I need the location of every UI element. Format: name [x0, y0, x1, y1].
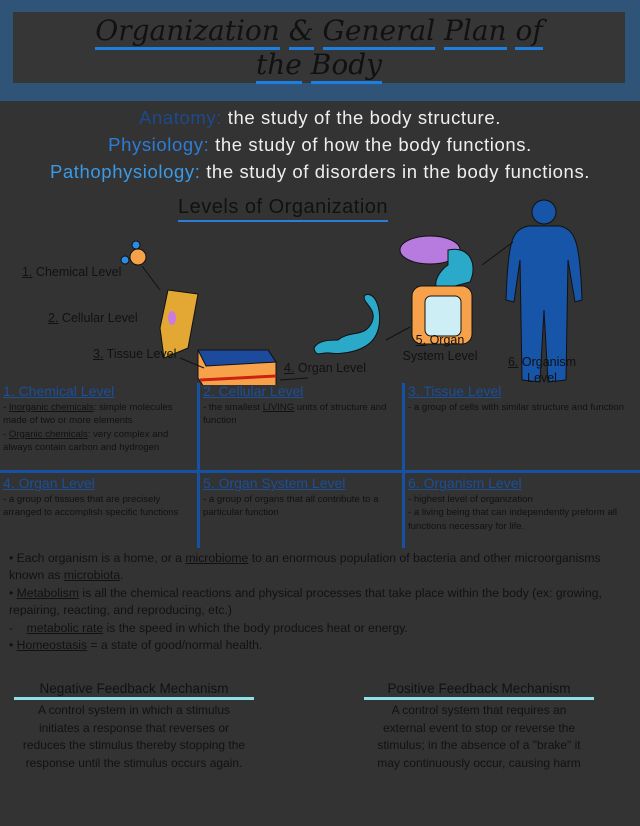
cell-chemical-level: 1. Chemical Level - Inorganic chemicals:… [0, 383, 197, 457]
cell-cellular-level: 2. Cellular Level - the smallest LIVING … [200, 383, 402, 430]
molecule-icon [120, 240, 147, 266]
notes: • Each organism is a home, or a microbio… [9, 550, 609, 654]
positive-feedback: Positive Feedback Mechanism A control sy… [364, 680, 594, 772]
definition-anatomy: Anatomy: the study of the body structure… [0, 104, 640, 131]
label-tissue-level: 3. Tissue Level [93, 347, 177, 361]
cell-text: - a living being that can independently … [408, 507, 618, 532]
term: Pathophysiology: [49, 161, 201, 182]
cell-icon [159, 289, 199, 359]
title-word: Body [310, 48, 382, 84]
label-organ-level: 4. Organ Level [284, 361, 367, 375]
definition-physiology: Physiology: the study of how the body fu… [0, 131, 640, 158]
definition-text: the study of how the body functions. [209, 134, 532, 155]
digestive-system-icon [399, 235, 474, 345]
note-metabolic-rate: - metabolic rate is the speed in which t… [9, 620, 408, 635]
title-word: Plan [444, 14, 507, 50]
cell-title: 1. Chemical Level [3, 383, 115, 399]
cell-title: 5. Organ System Level [203, 475, 346, 491]
positive-feedback-title: Positive Feedback Mechanism [364, 680, 594, 701]
cell-title: 3. Tissue Level [408, 383, 502, 399]
levels-diagram [120, 199, 583, 385]
cell-title: 4. Organ Level [3, 475, 95, 491]
cell-text: - Inorganic chemicals: simple molecules … [3, 401, 173, 427]
note-microbiome: • Each organism is a home, or a microbio… [9, 551, 601, 583]
cell-tissue-level: 3. Tissue Level - a group of cells with … [405, 383, 637, 416]
cell-text: - highest level of organization [408, 493, 533, 505]
term: Anatomy: [139, 107, 222, 128]
negative-feedback-text: A control system in which a stimulus ini… [22, 703, 246, 770]
tissue-icon [197, 349, 277, 385]
definitions: Anatomy: the study of the body structure… [0, 104, 640, 185]
cell-organ-level: 4. Organ Level - a group of tissues that… [0, 475, 197, 522]
label-cellular-level: 2. Cellular Level [48, 311, 138, 325]
cell-title: 6. Organism Level [408, 475, 522, 491]
title-word: General [322, 14, 436, 50]
levels-heading: Levels of Organization [178, 196, 389, 222]
cell-organism-level: 6. Organism Level - highest level of org… [405, 475, 637, 535]
negative-feedback: Negative Feedback Mechanism A control sy… [14, 680, 254, 772]
note-metabolism: • Metabolism is all the chemical reactio… [9, 585, 602, 618]
human-body-icon [505, 199, 583, 383]
term: Physiology: [108, 134, 210, 155]
note-homeostasis: • Homeostasis = a state of good/normal h… [9, 638, 263, 653]
cell-text: - the smallest LIVING units of structure… [203, 401, 387, 427]
cell-text: - a group of organs that all contribute … [203, 493, 379, 519]
arrow-icons [141, 241, 514, 381]
page-title: Organization & General Plan of the Body [13, 12, 625, 84]
levels-table: 1. Chemical Level - Inorganic chemicals:… [0, 383, 640, 548]
definition-text: the study of the body structure. [222, 107, 501, 128]
title-word: of [515, 14, 543, 50]
title-word: the [256, 48, 302, 84]
cell-text: - a group of cells with similar structur… [408, 401, 624, 413]
cell-organ-system-level: 5. Organ System Level - a group of organ… [200, 475, 402, 522]
title-word: & [288, 14, 314, 50]
label-chemical-level: 1. Chemical Level [22, 265, 122, 279]
definition-text: the study of disorders in the body funct… [200, 161, 591, 182]
cell-title: 2. Cellular Level [203, 383, 304, 399]
negative-feedback-title: Negative Feedback Mechanism [14, 680, 254, 701]
cell-text: - a group of tissues that are precisely … [3, 493, 179, 519]
stomach-icon [313, 294, 380, 355]
positive-feedback-text: A control system that requires an extern… [377, 703, 581, 770]
cell-text: - Organic chemicals: very complex and al… [3, 428, 169, 454]
definition-pathophysiology: Pathophysiology: the study of disorders … [0, 158, 640, 185]
title-word: Organization [95, 14, 280, 50]
